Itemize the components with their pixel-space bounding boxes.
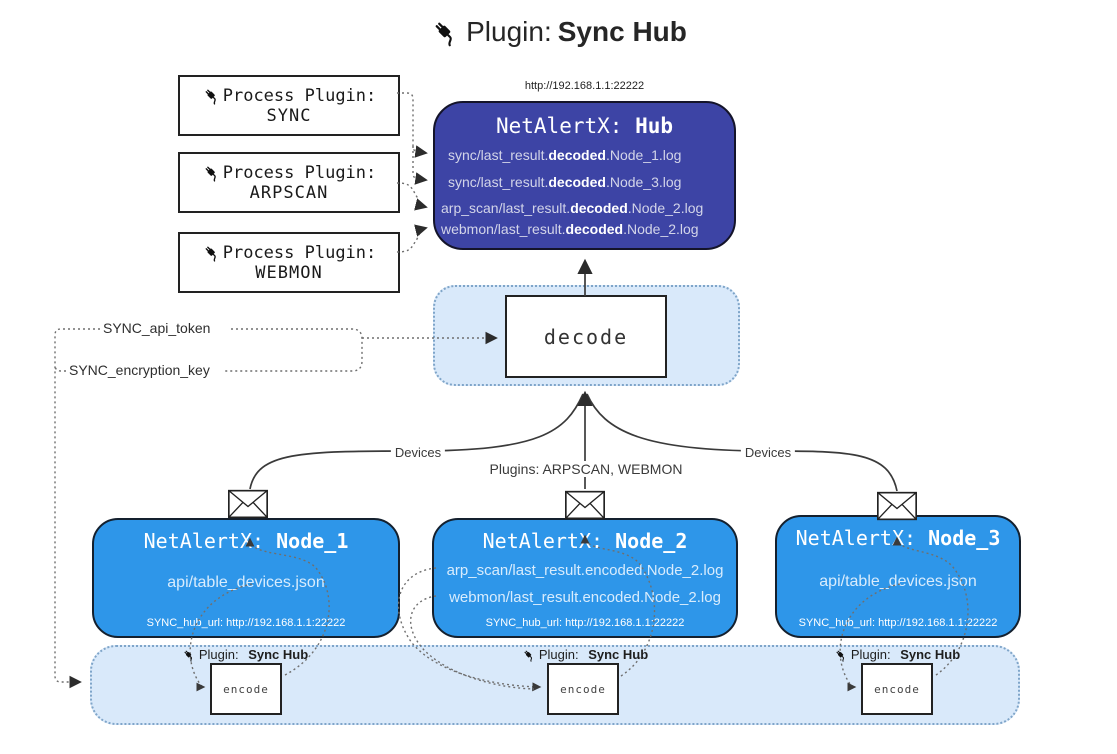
- node-title: NetAlertX: Node_2: [482, 529, 688, 553]
- node-title: NetAlertX: Node_1: [143, 529, 349, 553]
- hub-file: sync/last_result.decoded.Node_3.log: [448, 174, 682, 190]
- plug-icon: [836, 650, 845, 662]
- encode-plugin-label: Plugin: Sync Hub: [834, 647, 960, 662]
- plug-icon: [524, 650, 533, 662]
- hub-file: sync/last_result.decoded.Node_1.log: [448, 147, 682, 163]
- title-name: Sync Hub: [557, 16, 687, 47]
- plug-icon: [184, 650, 193, 662]
- encode-box-1: encode: [210, 663, 282, 715]
- process-plugin-name: ARPSCAN: [249, 182, 329, 203]
- node-file: api/table_devices.json: [167, 574, 325, 591]
- envelope-icon: [228, 489, 268, 519]
- hub-file: arp_scan/last_result.decoded.Node_2.log: [441, 200, 704, 216]
- sync-encryption-key-label: SYNC_encryption_key: [66, 362, 213, 378]
- process-plugin-name: SYNC: [266, 105, 312, 126]
- node-hub-url: SYNC_hub_url: http://192.168.1.1:22222: [146, 617, 346, 629]
- process-plugin-sync: Process Plugin: SYNC: [178, 75, 400, 136]
- node-hub-url: SYNC_hub_url: http://192.168.1.1:22222: [485, 617, 685, 629]
- node-file: arp_scan/last_result.encoded.Node_2.log: [446, 562, 724, 579]
- sync-api-token-label: SYNC_api_token: [100, 320, 214, 336]
- page-title: Plugin: Sync Hub: [0, 16, 1117, 48]
- process-plugin-webmon: Process Plugin: WEBMON: [178, 232, 400, 293]
- encode-box-3: encode: [861, 663, 933, 715]
- hub-title: NetAlertX: Hub: [435, 114, 734, 138]
- process-plugin-label: Process Plugin:: [222, 242, 377, 263]
- plug-icon: [205, 89, 216, 105]
- hub-title-prefix: NetAlertX:: [495, 114, 623, 138]
- plug-icon: [205, 246, 216, 262]
- edge-label-devices-left: Devices: [390, 445, 446, 460]
- hub-title-name: Hub: [635, 114, 674, 138]
- plug-icon: [205, 166, 216, 182]
- edge-label-plugins: Plugins: ARPSCAN, WEBMON: [485, 461, 687, 477]
- hub-box: NetAlertX: Hub sync/last_result.decoded.…: [433, 101, 736, 250]
- process-plugin-label: Process Plugin:: [222, 85, 377, 106]
- hub-url: http://192.168.1.1:22222: [524, 80, 645, 92]
- node-hub-url: SYNC_hub_url: http://192.168.1.1:22222: [798, 617, 998, 629]
- edge-label-devices-right: Devices: [740, 445, 796, 460]
- decode-box: decode: [505, 295, 667, 378]
- encode-plugin-label: Plugin: Sync Hub: [182, 647, 308, 662]
- envelope-icon: [565, 490, 605, 520]
- envelope-icon: [877, 491, 917, 521]
- node-3-box: NetAlertX: Node_3 api/table_devices.json…: [775, 515, 1021, 638]
- node-1-box: NetAlertX: Node_1 api/table_devices.json…: [92, 518, 400, 638]
- process-plugin-arpscan: Process Plugin: ARPSCAN: [178, 152, 400, 213]
- process-plugin-name: WEBMON: [255, 262, 323, 283]
- process-plugin-label: Process Plugin:: [222, 162, 377, 183]
- encode-box-2: encode: [547, 663, 619, 715]
- node-file: api/table_devices.json: [819, 573, 977, 590]
- title-prefix: Plugin:: [466, 16, 552, 47]
- encode-plugin-label: Plugin: Sync Hub: [522, 647, 648, 662]
- hub-file: webmon/last_result.decoded.Node_2.log: [441, 221, 699, 237]
- node-title: NetAlertX: Node_3: [795, 526, 1001, 550]
- node-2-box: NetAlertX: Node_2 arp_scan/last_result.e…: [432, 518, 738, 638]
- node-file: webmon/last_result.encoded.Node_2.log: [449, 589, 721, 606]
- plug-icon: [435, 22, 452, 47]
